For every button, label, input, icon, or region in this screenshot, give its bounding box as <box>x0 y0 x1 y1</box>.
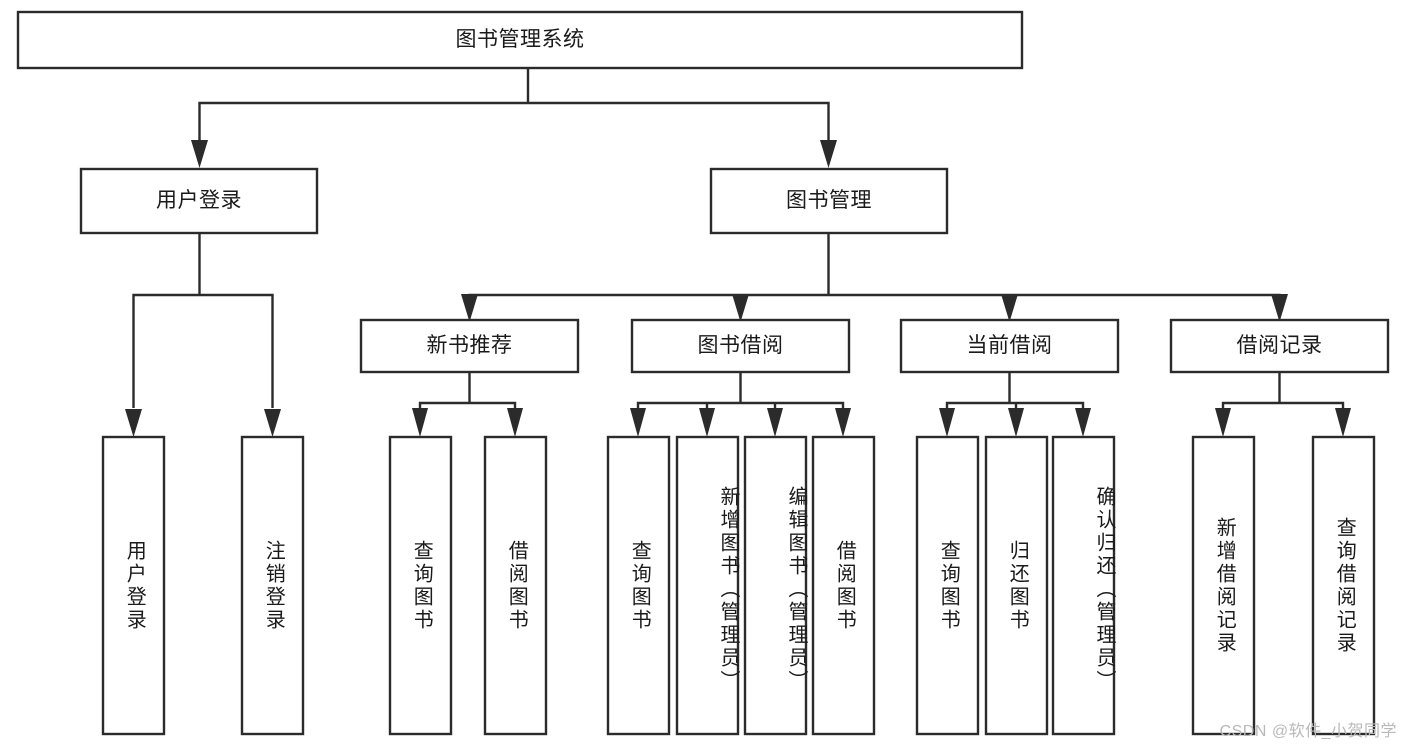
arrow-to-leaf-user-login <box>125 409 142 437</box>
connector-book-borrow-bus <box>636 401 845 409</box>
arrow-to-leaf-borrow-book-2 <box>835 408 851 437</box>
arrow-to-book-manage <box>820 140 837 168</box>
node-user-login-box[interactable] <box>79 167 319 235</box>
arrow-to-leaf-return-book <box>1008 408 1024 437</box>
node-root-box[interactable] <box>16 10 1024 70</box>
arrow-to-leaf-borrow-book-1 <box>507 408 523 437</box>
arrow-to-leaf-query-book-3 <box>939 408 955 437</box>
leaf-box-add-record[interactable] <box>1191 435 1256 736</box>
connector-root-to-level2 <box>198 101 830 148</box>
leaf-box-edit-book[interactable] <box>743 435 808 736</box>
leaf-box-user-login[interactable] <box>101 435 166 736</box>
leaf-box-query-record[interactable] <box>1311 435 1376 736</box>
leaf-box-add-book[interactable] <box>675 435 740 736</box>
connector-level3-bus <box>468 293 1281 298</box>
arrow-to-leaf-confirm-return <box>1075 408 1091 437</box>
arrow-to-leaf-query-book-1 <box>412 408 428 437</box>
connector-borrow-record-bus <box>1221 401 1345 409</box>
leaf-box-borrow-book-1[interactable] <box>483 435 548 736</box>
arrow-to-user-login <box>191 140 208 168</box>
leaf-box-query-book-1[interactable] <box>388 435 453 736</box>
node-borrow-record-box[interactable] <box>1169 318 1390 374</box>
arrow-to-leaf-edit-book <box>767 408 783 437</box>
connector-user-login-bus <box>132 293 274 408</box>
leaf-box-query-book-3[interactable] <box>915 435 980 736</box>
arrow-to-borrow-record <box>1271 294 1288 322</box>
arrow-to-leaf-logout <box>264 409 281 437</box>
connector-new-book-bus <box>418 401 517 409</box>
arrow-to-new-book-recommend <box>461 294 478 322</box>
leaf-box-borrow-book-2[interactable] <box>811 435 876 736</box>
arrow-to-leaf-add-book <box>699 408 715 437</box>
arrow-to-leaf-query-record <box>1335 408 1351 437</box>
leaf-box-query-book-2[interactable] <box>606 435 671 736</box>
leaf-box-logout[interactable] <box>240 435 305 736</box>
arrow-to-leaf-add-record <box>1215 408 1231 437</box>
node-book-borrow-box[interactable] <box>630 318 851 374</box>
node-current-borrow-box[interactable] <box>899 318 1120 374</box>
arrow-to-current-borrow <box>1001 294 1018 322</box>
leaf-box-return-book[interactable] <box>984 435 1049 736</box>
arrow-to-leaf-query-book-2 <box>630 408 646 437</box>
node-book-manage-box[interactable] <box>709 167 949 235</box>
arrow-to-book-borrow <box>732 294 749 322</box>
leaf-box-confirm-return[interactable] <box>1051 435 1116 736</box>
node-new-book-recommend-box[interactable] <box>359 318 580 374</box>
